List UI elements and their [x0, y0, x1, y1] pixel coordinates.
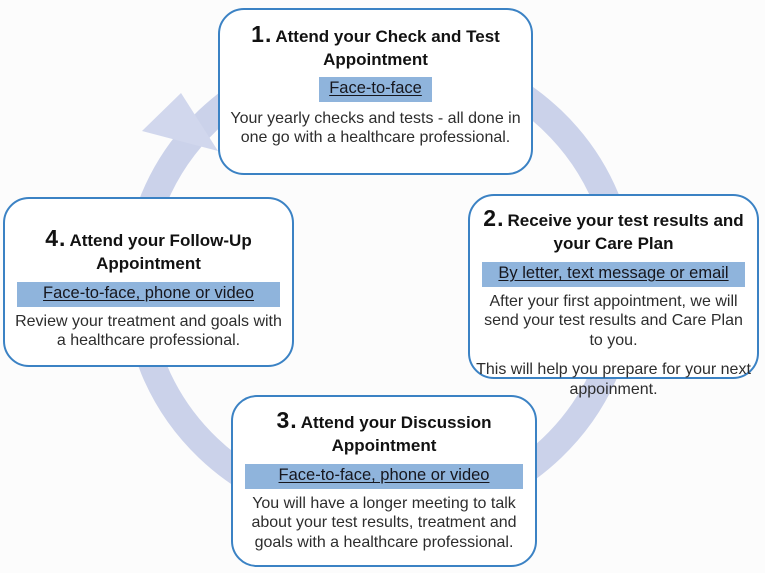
step-box-3: 3.Attend your Discussion Appointment Fac… [231, 395, 537, 567]
step-mode-highlight: By letter, text message or email [482, 262, 745, 287]
step-body: This will help you prepare for your next… [476, 361, 751, 398]
step-title: 1.Attend your Check and Test Appointment [230, 20, 521, 71]
step-number: 1. [251, 21, 273, 47]
arrow-head-icon [142, 93, 218, 151]
step-body: You will have a longer meeting to talk a… [251, 494, 517, 551]
step-mode-highlight: Face-to-face, phone or video [17, 282, 280, 307]
step-mode-highlight: Face-to-face, phone or video [245, 464, 523, 489]
step-title-text: Attend your Check and Test Appointment [275, 27, 500, 70]
step-title: 2.Receive your test results and your Car… [480, 204, 747, 255]
step-box-1: 1.Attend your Check and Test Appointment… [218, 8, 533, 175]
step-body: Review your treatment and goals with a h… [15, 312, 282, 350]
step-title-text: Attend your Follow-Up Appointment [69, 231, 252, 274]
step-body: Your yearly checks and tests - all done … [230, 109, 521, 147]
step-title: 3.Attend your Discussion Appointment [243, 406, 525, 457]
step-title-text: Receive your test results and your Care … [507, 211, 744, 254]
step-number: 4. [45, 225, 67, 251]
step-box-2: 2.Receive your test results and your Car… [468, 194, 759, 398]
step-number: 3. [276, 407, 298, 433]
step-title: 4.Attend your Follow-Up Appointment [15, 224, 282, 275]
step-body: After your first appointment, we will se… [484, 292, 743, 349]
step-number: 2. [483, 205, 505, 231]
step-mode-highlight: Face-to-face [319, 77, 432, 102]
step-box-4: 4.Attend your Follow-Up Appointment Face… [3, 197, 294, 367]
step-title-text: Attend your Discussion Appointment [300, 413, 492, 456]
